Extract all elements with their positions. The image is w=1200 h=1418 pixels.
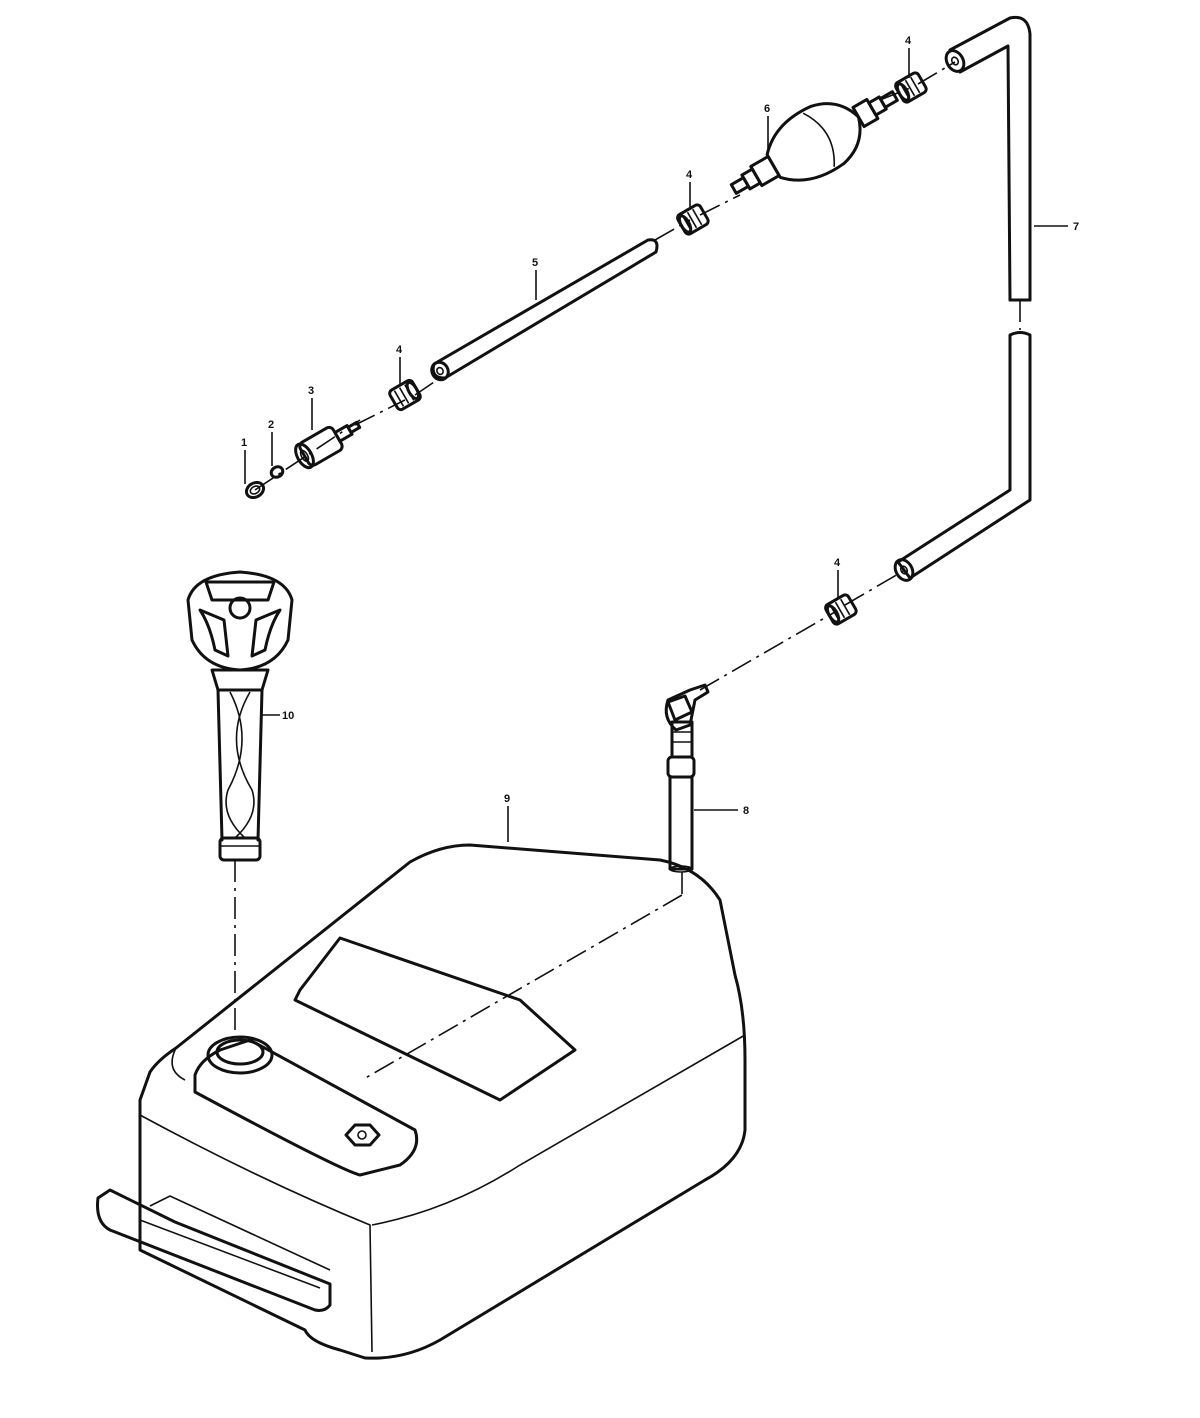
callout-4b: 4 (686, 169, 693, 181)
callout-9: 9 (504, 793, 510, 805)
callout-7: 7 (1073, 221, 1079, 233)
part-4d-hose-clamp (824, 593, 858, 626)
callout-5: 5 (532, 257, 538, 269)
part-9-fuel-tank (96, 843, 747, 1360)
callout-1: 1 (241, 437, 247, 449)
callout-3: 3 (308, 385, 314, 397)
part-8-pickup-tube (664, 683, 710, 873)
part-4c-hose-clamp (894, 71, 928, 104)
callout-4c: 4 (905, 35, 912, 47)
part-2-o-ring (269, 465, 285, 479)
part-1-o-ring (244, 480, 266, 500)
callout-8: 8 (743, 805, 749, 817)
part-4a-hose-clamp (388, 378, 422, 412)
callout-labels: 1 2 3 4 5 4 6 4 7 4 8 9 10 (241, 35, 1079, 817)
part-4b-hose-clamp (676, 203, 710, 236)
part-6-primer-bulb (729, 90, 899, 195)
part-7-fuel-hose (893, 15, 1032, 582)
callout-4d: 4 (834, 557, 841, 569)
part-3-connector (294, 420, 362, 470)
callout-4a: 4 (396, 344, 403, 356)
assembly-centerlines (234, 61, 1021, 1081)
callout-10: 10 (282, 710, 294, 722)
part-5-fuel-hose (430, 238, 659, 382)
callout-2: 2 (268, 419, 274, 431)
callout-leaders (244, 48, 1068, 842)
callout-6: 6 (764, 103, 770, 115)
part-10-fuel-gauge (186, 570, 294, 862)
